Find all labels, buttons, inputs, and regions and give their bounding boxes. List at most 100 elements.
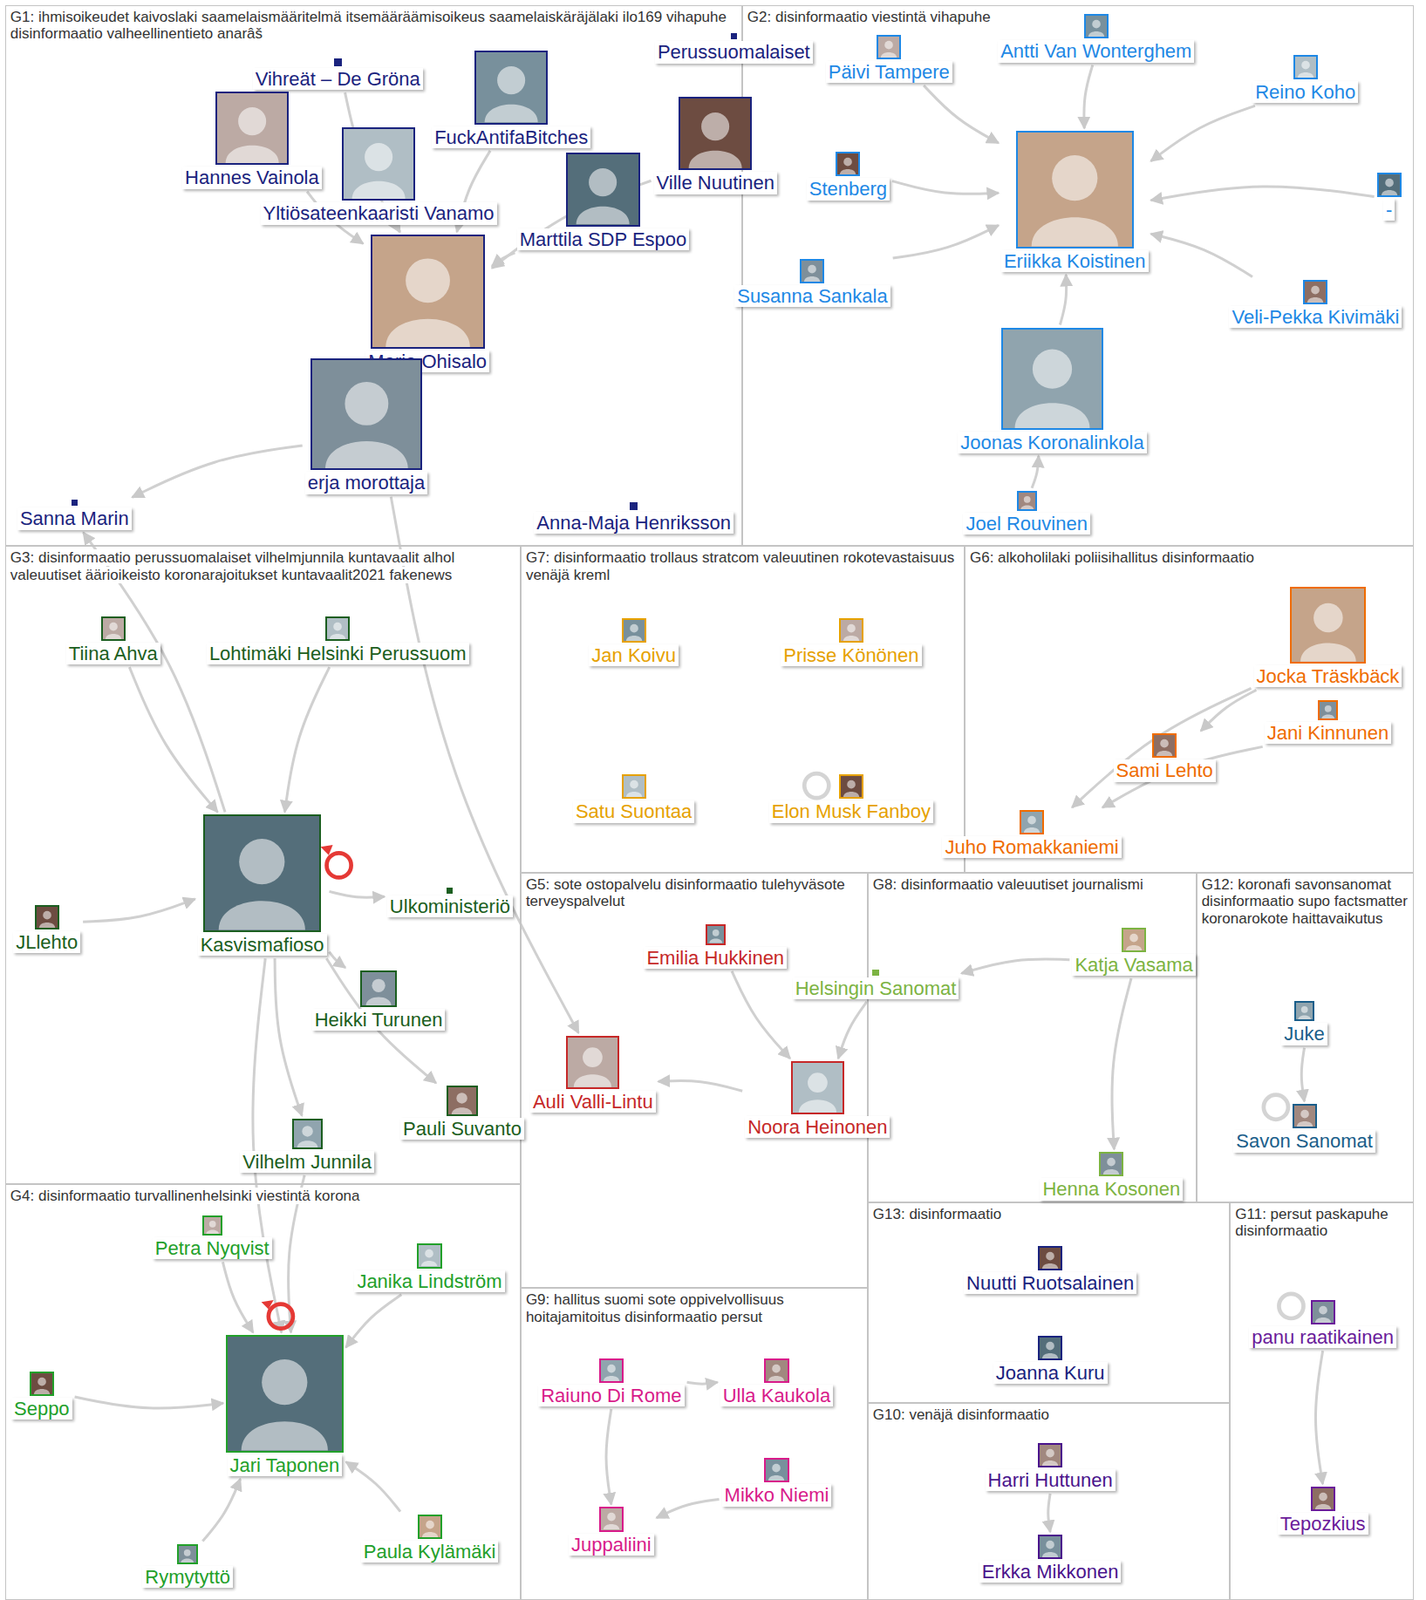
avatar-picture	[1294, 1001, 1315, 1022]
avatar-silhouette	[204, 816, 320, 931]
avatar-head	[1311, 285, 1321, 294]
vertex: Sanna Marin	[17, 499, 132, 530]
vertex-label: FuckAntifaBitches	[431, 126, 591, 149]
group-panel: G4: disinformaatio turvallinenhelsinki v…	[5, 1184, 521, 1600]
connector	[1084, 65, 1093, 130]
connector	[656, 1499, 720, 1518]
avatar-picture	[678, 96, 752, 171]
vertex-label: Noora Heinonen	[744, 1116, 890, 1139]
vertex: Stenberg	[806, 151, 890, 200]
vertex: Joanna Kuru	[993, 1336, 1108, 1385]
avatar-silhouette	[372, 236, 484, 348]
avatar-silhouette	[792, 1063, 843, 1113]
avatar-head	[261, 1359, 308, 1406]
vertex: Emilia Hukkinen	[643, 924, 787, 969]
avatar-picture	[566, 152, 640, 226]
connector	[1112, 978, 1132, 1150]
vertex: Susanna Sankala	[734, 259, 890, 308]
avatar-silhouette	[1295, 56, 1317, 78]
avatar-body	[1297, 1015, 1311, 1020]
avatar-head	[497, 66, 526, 95]
connector	[1315, 1350, 1323, 1485]
avatar-body	[105, 634, 122, 640]
group-header-box: G1: ihmisoikeudet kaivoslaki saamelaismä…	[6, 6, 742, 46]
avatar-picture	[1016, 130, 1134, 249]
vertex: Janika Lindström	[354, 1243, 505, 1292]
avatar-head	[364, 143, 393, 171]
vertex-label: Ulkoministeriö	[387, 895, 513, 918]
vertex: Heikki Turunen	[312, 970, 446, 1031]
avatar-body	[451, 1107, 473, 1115]
vertex-label: Paula Kylämäki	[361, 1541, 499, 1563]
vertex: Harri Huttunen	[985, 1443, 1116, 1492]
group-panel: G5: sote ostopalvelu disinformaatio tule…	[520, 873, 868, 1289]
avatar-silhouette	[1021, 811, 1043, 833]
avatar-body	[839, 169, 856, 175]
connector	[961, 959, 1070, 974]
avatar-silhouette	[1039, 1248, 1061, 1270]
group-panel: G13: disinformaatioNuutti RuotsalainenJo…	[867, 1202, 1230, 1405]
self-loop-head	[261, 1300, 274, 1311]
vertex: Elon Musk Fanboy	[769, 774, 934, 823]
group-header: G7: disinformaatio trollaus stratcom val…	[525, 549, 955, 584]
avatar-picture	[1084, 13, 1109, 39]
avatar-head	[1300, 1110, 1310, 1119]
avatar-picture	[370, 234, 485, 349]
avatar-silhouette	[1153, 735, 1175, 757]
group-header-box: G4: disinformaatio turvallinenhelsinki v…	[6, 1185, 520, 1208]
connector	[129, 667, 218, 812]
avatar-silhouette	[102, 618, 124, 640]
avatar-head	[208, 1221, 216, 1229]
avatar-picture	[360, 970, 397, 1008]
avatar-picture	[446, 887, 453, 894]
vertex-label: Vihreät – De Gröna	[252, 68, 424, 90]
avatar-body	[843, 635, 860, 642]
avatar-picture	[1317, 700, 1338, 721]
self-loop-head	[320, 845, 334, 856]
group-header-box: G6: alkoholilaki poliisihallitus disinfo…	[965, 546, 1413, 570]
avatar-head	[607, 1513, 616, 1522]
avatar-picture	[1098, 1152, 1124, 1177]
vertex-label: Stenberg	[806, 177, 890, 200]
connector	[284, 667, 329, 812]
self-loop	[804, 773, 829, 799]
avatar-head	[1159, 739, 1169, 749]
vertex: Maria Ohisalo	[365, 234, 490, 373]
connector	[1151, 233, 1253, 277]
vertex-label: Joanna Kuru	[993, 1362, 1108, 1385]
group-header-box: G13: disinformaatio	[868, 1203, 1229, 1227]
avatar-head	[1318, 1493, 1328, 1502]
avatar-silhouette	[680, 98, 751, 169]
avatar-body	[804, 276, 820, 282]
avatar-body	[225, 145, 279, 164]
avatar-body	[484, 104, 539, 123]
avatar-body	[625, 635, 642, 642]
vertex-label: Emilia Hukkinen	[643, 947, 787, 969]
vertex-label: Auli Valli-Lintu	[530, 1091, 656, 1113]
connector	[202, 1479, 240, 1542]
avatar-picture	[566, 1036, 620, 1090]
avatar-head	[1045, 1252, 1055, 1262]
group-panel: G8: disinformaatio valeuutiset journalis…	[867, 873, 1197, 1203]
avatar-head	[333, 622, 342, 632]
avatar-picture	[1016, 491, 1038, 512]
group-header: G11: persut paskapuhe disinformaatio	[1234, 1206, 1388, 1241]
avatar-picture	[872, 969, 879, 976]
vertex-label: Janika Lindström	[354, 1270, 505, 1293]
avatar-picture	[764, 1358, 789, 1384]
vertex: Eriikka Koistinen	[1001, 130, 1149, 273]
avatar-picture	[629, 502, 638, 511]
avatar-head	[607, 1364, 616, 1373]
avatar-head	[457, 1092, 468, 1104]
vertex-label: Vilhelm Junnila	[239, 1151, 375, 1174]
avatar-body	[1042, 1263, 1058, 1270]
avatar-picture	[791, 1061, 845, 1115]
avatar-picture	[1121, 927, 1147, 953]
avatar-silhouette	[600, 1508, 622, 1530]
vertex: Juppaliini	[568, 1507, 655, 1556]
group-header-box: G8: disinformaatio valeuutiset journalis…	[868, 873, 1196, 897]
avatar-picture	[203, 814, 321, 933]
group-header: G8: disinformaatio valeuutiset journalis…	[873, 876, 1144, 894]
avatar-picture	[1037, 1246, 1063, 1271]
